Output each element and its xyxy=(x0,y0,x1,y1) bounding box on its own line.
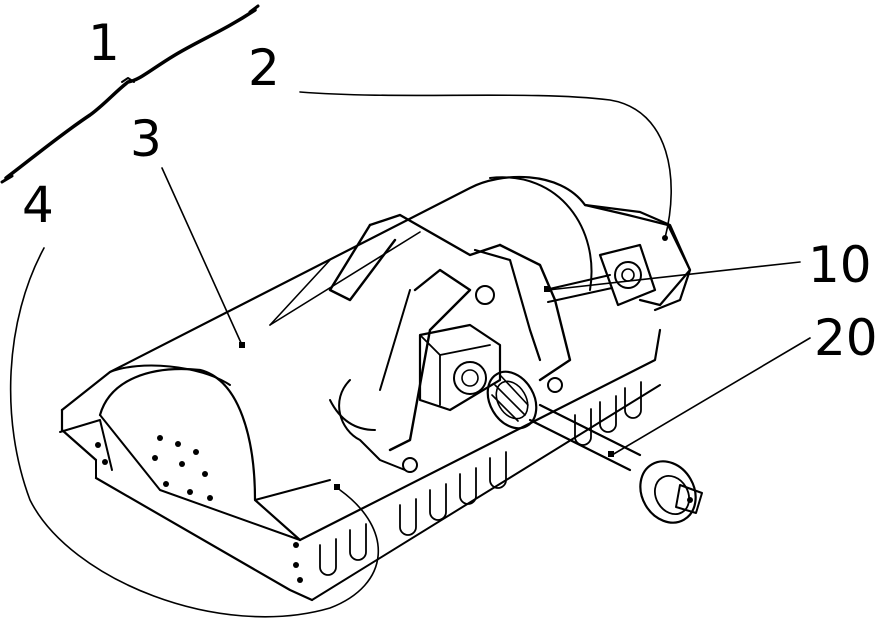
callout-label-10: 10 xyxy=(808,236,872,294)
pto-shaft xyxy=(486,370,703,524)
callout-label-1: 1 xyxy=(88,14,120,72)
callout-label-20: 20 xyxy=(814,309,878,367)
leader-lines xyxy=(9,91,811,618)
mower-body xyxy=(59,175,692,602)
callout-label-4: 4 xyxy=(22,176,54,234)
leader-20 xyxy=(611,337,811,456)
leader-2 xyxy=(299,91,672,239)
callout-label-2: 2 xyxy=(248,39,280,97)
callout-label-3: 3 xyxy=(130,110,162,168)
leader-3 xyxy=(161,167,243,346)
end-plate-bolts xyxy=(95,435,303,583)
part-1-cable xyxy=(0,4,260,184)
lower-rail-slots xyxy=(319,381,642,576)
leader-10 xyxy=(547,261,801,291)
leader-4 xyxy=(9,247,379,618)
